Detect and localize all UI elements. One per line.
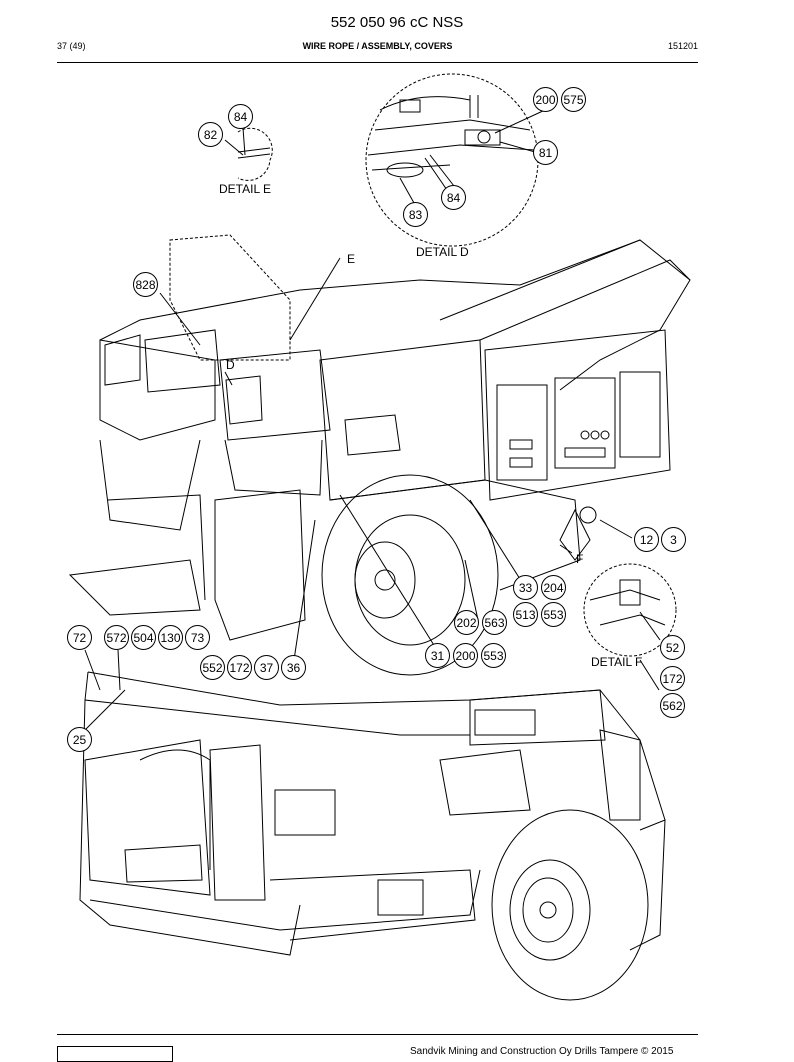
callout: 200	[453, 643, 478, 668]
callout: 513	[513, 602, 538, 627]
header-rule	[57, 62, 698, 63]
detail-d-view	[365, 73, 546, 247]
callout: 504	[131, 625, 156, 650]
callout: 37	[254, 655, 279, 680]
callout: 130	[158, 625, 183, 650]
callout: 33	[513, 575, 538, 600]
callout: 553	[481, 643, 506, 668]
marker-f: F	[576, 552, 584, 566]
callout: 562	[660, 693, 685, 718]
page-number: 37 (49)	[57, 41, 86, 51]
marker-d: D	[226, 358, 235, 372]
detail-d-label: DETAIL D	[416, 245, 469, 259]
callout: 3	[661, 527, 686, 552]
callout: 73	[185, 625, 210, 650]
lower-machine-view	[79, 649, 666, 1001]
date-code: 151201	[667, 41, 698, 51]
marker-e: E	[347, 252, 356, 266]
callout: 31	[425, 643, 450, 668]
callout: 202	[454, 610, 479, 635]
callout: 12	[634, 527, 659, 552]
callout: 84	[228, 104, 253, 129]
callout: 552	[200, 655, 225, 680]
callout: 52	[660, 635, 685, 660]
callout: 25	[67, 727, 92, 752]
callout: 172	[660, 666, 685, 691]
document-number: 552 050 96 cC NSS	[330, 14, 464, 31]
upper-machine-view	[68, 234, 691, 676]
callout: 572	[104, 625, 129, 650]
callout: 82	[198, 122, 223, 147]
detail-f-label: DETAIL F	[591, 655, 643, 669]
section-title: WIRE ROPE / ASSEMBLY, COVERS	[302, 41, 453, 51]
detail-f-view	[583, 563, 677, 657]
header-row: 37 (49) WIRE ROPE / ASSEMBLY, COVERS 151…	[57, 41, 698, 55]
callout: 828	[133, 272, 158, 297]
footer-rule	[57, 1034, 698, 1035]
callout: 84	[441, 185, 466, 210]
brand-logo	[57, 1046, 173, 1062]
detail-e-label: DETAIL E	[219, 182, 272, 196]
callout: 83	[403, 202, 428, 227]
callout: 36	[281, 655, 306, 680]
callout: 200	[533, 87, 558, 112]
callout: 81	[533, 140, 558, 165]
callout: 553	[541, 602, 566, 627]
footer-copyright: Sandvik Mining and Construction Oy Drill…	[410, 1046, 674, 1057]
callout: 575	[561, 87, 586, 112]
detail-e-view	[224, 127, 273, 181]
callout: 563	[482, 610, 507, 635]
callout: 204	[541, 575, 566, 600]
callout: 72	[67, 625, 92, 650]
callout: 172	[227, 655, 252, 680]
